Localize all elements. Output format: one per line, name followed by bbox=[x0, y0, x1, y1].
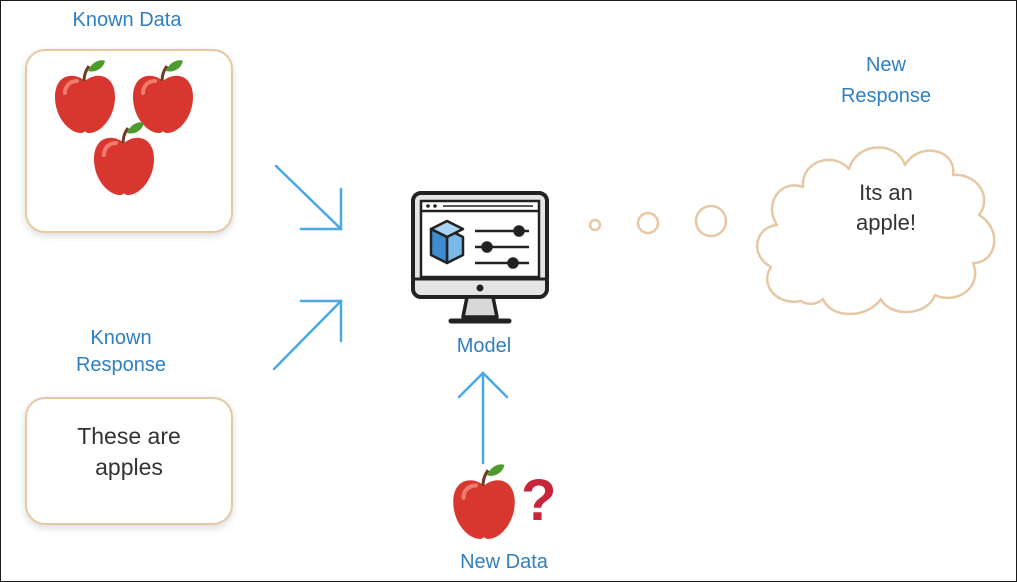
model-label: Model bbox=[456, 335, 512, 357]
known-response-text-line2: apples bbox=[95, 454, 163, 480]
apple-icon bbox=[453, 464, 515, 539]
new-response-label-line2: Response bbox=[840, 85, 932, 107]
known-response-text-line1: These are bbox=[77, 423, 181, 449]
known-data-label: Known Data bbox=[72, 9, 182, 31]
apple-icon bbox=[94, 122, 154, 195]
question-mark: ? bbox=[521, 468, 557, 533]
new-response-text-line2: apple! bbox=[856, 210, 916, 235]
thought-cloud bbox=[755, 146, 996, 316]
known-response-label-line2: Response bbox=[75, 354, 167, 376]
new-response-label-line1: New bbox=[865, 54, 906, 76]
monitor-icon bbox=[411, 191, 549, 324]
known-response-label-line1: Known bbox=[90, 327, 152, 349]
new-response-text-line1: Its an bbox=[859, 180, 913, 205]
thought-dots bbox=[588, 204, 728, 238]
apple-icon bbox=[133, 60, 193, 133]
arrow-icon bbox=[272, 299, 343, 371]
known-response-box bbox=[25, 397, 233, 525]
arrow-icon bbox=[457, 371, 509, 465]
arrow-icon bbox=[274, 164, 343, 231]
apple-icon bbox=[55, 60, 115, 133]
cube-icon bbox=[429, 219, 465, 265]
new-data-label: New Data bbox=[460, 551, 548, 573]
sliders-icon bbox=[475, 225, 529, 269]
